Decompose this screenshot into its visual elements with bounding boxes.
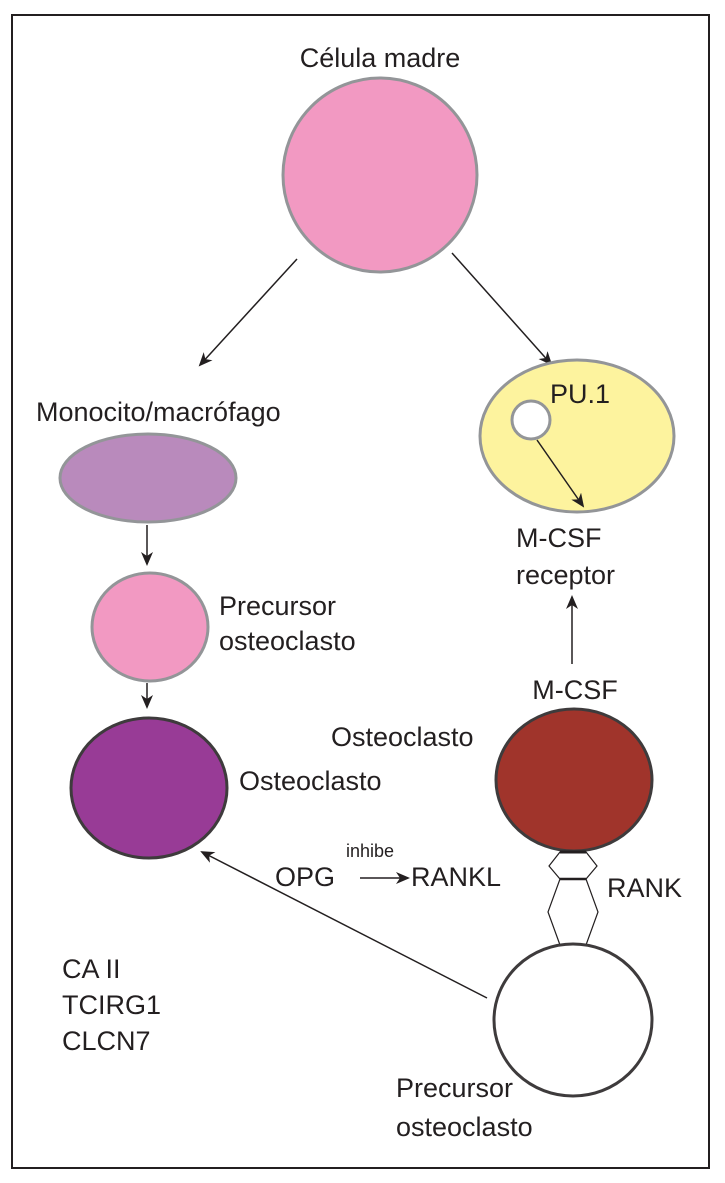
mcsf-receptor-label-1: M-CSF — [516, 523, 601, 553]
rankl-hexagon — [548, 851, 598, 880]
arrow-stem-to-pu1 — [451, 252, 553, 366]
gene-item: CLCN7 — [62, 1026, 151, 1056]
mcsf-receptor-label-2: receptor — [516, 560, 615, 590]
osteoclast-left-cell — [69, 716, 229, 860]
inhibe-label: inhibe — [346, 841, 394, 861]
gene-list: CA II TCIRG1 CLCN7 — [62, 954, 161, 1056]
precursor-right-label-1: Precursor — [396, 1073, 513, 1103]
osteoclast-right-label: Osteoclasto — [331, 722, 474, 752]
precursor-left-cell — [90, 571, 210, 683]
pu1-nucleus — [510, 399, 552, 441]
osteoclast-right-cell — [494, 707, 654, 853]
precursor-left-label-1: Precursor — [219, 591, 336, 621]
arrow-pu1-to-receptor — [536, 439, 585, 508]
monocyte-cell — [58, 432, 238, 524]
gene-item: TCIRG1 — [62, 990, 161, 1020]
gene-item: CA II — [62, 954, 121, 984]
pu1-label: PU.1 — [550, 379, 610, 409]
osteoclast-left-label: Osteoclasto — [239, 766, 382, 796]
diagram-frame — [11, 14, 710, 1169]
precursor-left-label-2: osteoclasto — [219, 626, 356, 656]
opg-label: OPG — [275, 862, 335, 892]
monocyte-label: Monocito/macrófago — [36, 397, 281, 427]
pu1-cell — [478, 358, 676, 514]
stem-cell — [281, 76, 479, 274]
arrow-stem-to-monocyte — [198, 258, 298, 367]
rank-hexagon — [547, 878, 599, 946]
precursor-right-cell — [492, 942, 654, 1098]
rank-rankl-complex — [547, 850, 599, 947]
stem-cell-label: Célula madre — [300, 43, 461, 73]
arrow-precursor-to-left-osteoclast — [200, 851, 488, 999]
rankl-label: RANKL — [411, 862, 501, 892]
rank-label: RANK — [607, 873, 682, 903]
mcsf-label: M-CSF — [532, 675, 617, 705]
precursor-right-label-2: osteoclasto — [396, 1112, 533, 1142]
